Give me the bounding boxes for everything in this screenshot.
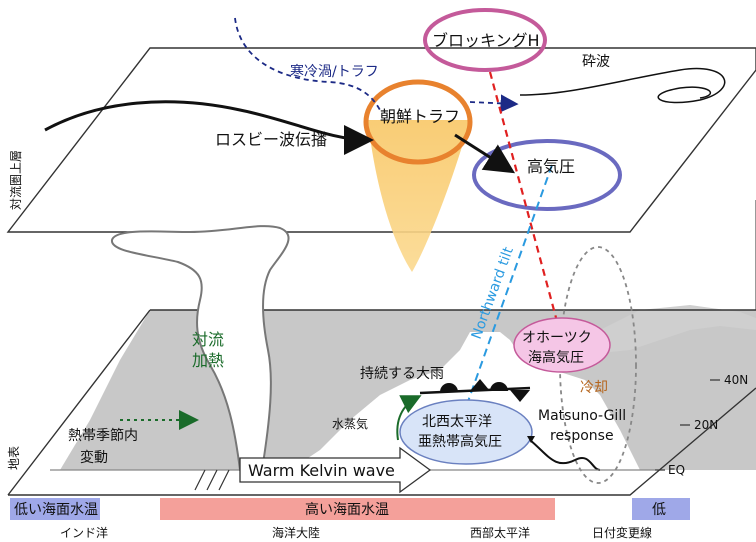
convective-heating-label-2: 加熱 <box>192 351 224 370</box>
matsuno-gill-label-1: Matsuno-Gill <box>538 408 626 424</box>
trough-to-high-arrow <box>454 133 516 174</box>
cooling-region <box>559 246 637 484</box>
lat-20n-label: 20N <box>694 418 718 432</box>
blocking-high-ring <box>423 8 547 72</box>
japan-islands <box>600 305 756 352</box>
water-vapor-label: 水蒸気 <box>332 416 368 431</box>
intraseasonal-label-1: 熱帯季節内 <box>68 427 138 444</box>
blocking-high-label: ブロッキングH <box>432 31 540 50</box>
wnp-high-label-1: 北西太平洋 <box>422 414 492 430</box>
matsuno-gill-label-2: response <box>550 428 614 444</box>
front-symbol-3 <box>490 382 508 391</box>
water-vapor-arrow <box>396 395 422 441</box>
high-pressure-label: 高気圧 <box>527 157 575 176</box>
high-pressure-ring <box>472 139 622 211</box>
sst-high-label: 高い海面水温 <box>305 501 389 518</box>
korean-trough-label: 朝鮮トラフ <box>380 107 460 126</box>
okhotsk-label-1: オホーツク <box>522 330 592 346</box>
sst-low-left-label: 低い海面水温 <box>14 502 98 518</box>
lat-40n-label: 40N <box>724 373 748 387</box>
blue-tilt-line <box>464 164 553 411</box>
wave-marker <box>527 436 535 443</box>
upper-plane <box>6 47 756 233</box>
sst-high-bar <box>160 498 555 520</box>
okhotsk-label-2: 海高気圧 <box>528 349 584 366</box>
upper-troposphere-label: 対流圏上層 <box>9 150 23 210</box>
surface-label: 地表 <box>7 446 21 470</box>
region-indian-ocean: インド洋 <box>60 525 108 540</box>
front-symbol-4 <box>510 390 530 402</box>
okhotsk-high <box>513 317 611 373</box>
korean-trough-ring <box>363 79 473 165</box>
cold-vortex-path <box>234 17 381 111</box>
kelvin-wave-label: Warm Kelvin wave <box>248 461 395 480</box>
cooling-label: 冷却 <box>580 380 608 396</box>
region-maritime-continent: 海洋大陸 <box>272 525 320 540</box>
sst-low-right-bar <box>632 498 690 520</box>
wnp-high-label-2: 亜熱帯高気圧 <box>418 433 502 450</box>
kelvin-hatch-3 <box>218 469 230 491</box>
red-tilt-line <box>488 71 564 341</box>
kelvin-hatch-1 <box>194 469 206 491</box>
lat-eq-label: EQ <box>668 463 685 477</box>
persistent-rain-label: 持続する大雨 <box>360 365 444 382</box>
subtropical-high <box>399 399 533 465</box>
intraseasonal-label-2: 変動 <box>80 449 108 466</box>
rossby-label: ロスビー波伝播 <box>215 130 327 149</box>
breaking-wave-label: 砕波 <box>582 54 610 70</box>
convective-cloud <box>111 225 290 471</box>
convective-heating-label-1: 対流 <box>192 330 224 349</box>
breaking-wave-loops <box>519 67 726 104</box>
front-symbol-1 <box>440 383 458 392</box>
sst-low-right-label: 低 <box>652 502 666 518</box>
sst-low-left-bar <box>10 498 100 520</box>
trough-cone <box>368 120 470 272</box>
region-western-pacific: 西部太平洋 <box>470 525 530 540</box>
matsuno-gill-wave <box>529 439 601 471</box>
cold-vortex-label: 寒冷渦/トラフ <box>290 63 379 80</box>
kelvin-wave-arrow <box>239 446 432 494</box>
kelvin-hatch-2 <box>206 469 218 491</box>
front-symbol-2 <box>470 379 490 391</box>
cold-vortex-arrow <box>469 94 519 113</box>
region-dateline: 日付変更線 <box>592 525 652 540</box>
rossby-wave-arrow <box>44 100 374 155</box>
